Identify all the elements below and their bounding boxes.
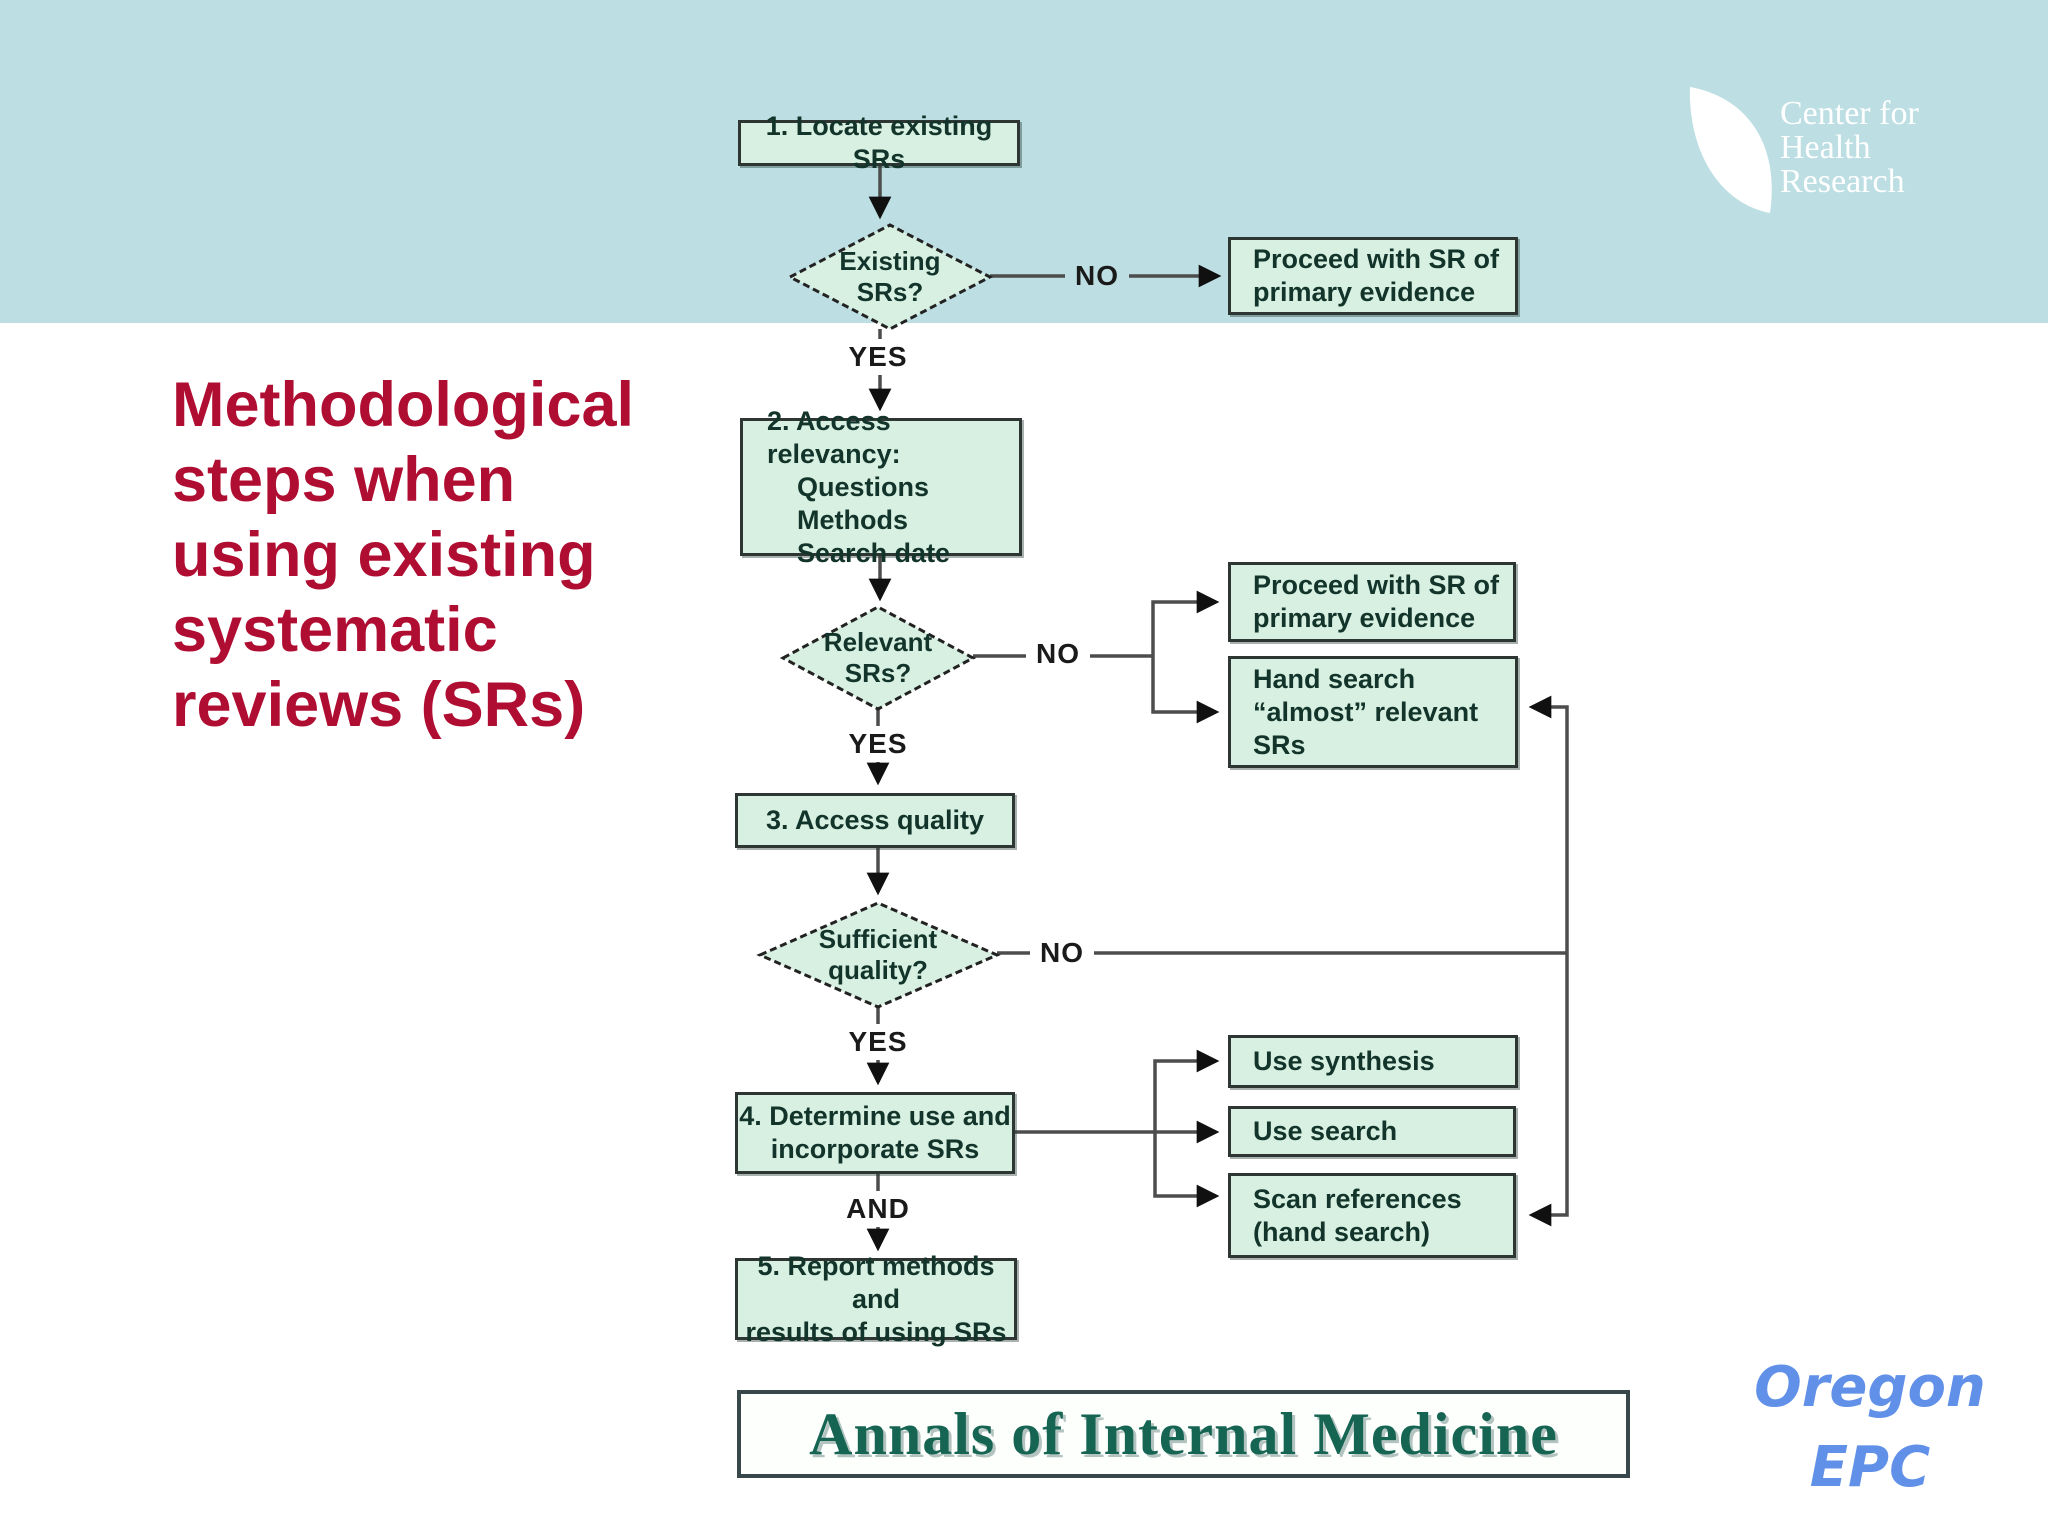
oregon-epc-label: Oregon EPC <box>1754 1355 1986 1500</box>
node-hand-search-almost-relevant: Hand search “almost” relevant SRs <box>1228 656 1518 768</box>
node-proceed-primary-evidence-mid: Proceed with SR of primary evidence <box>1228 562 1516 642</box>
leaf-icon <box>1689 87 1772 213</box>
label-yes-existing: YES <box>838 339 918 375</box>
logo-text: Center for Health Research <box>1780 97 1919 199</box>
logo-line-3: Research <box>1780 163 1905 200</box>
annals-journal-title: Annals of Internal Medicine <box>809 1400 1558 1467</box>
diamond-sufficient-quality <box>756 901 1001 1009</box>
node-access-relevancy: 2. Access relevancy: Questions Methods S… <box>740 406 1022 568</box>
decision-relevant-srs-label: Relevant SRs? <box>823 627 933 688</box>
logo-line-1: Center for <box>1780 95 1919 132</box>
node-access-relevancy-item-questions: Questions <box>797 471 930 502</box>
node-report-methods: 5. Report methods and results of using S… <box>735 1251 1017 1347</box>
label-no-quality: NO <box>1030 935 1094 971</box>
label-yes-quality: YES <box>838 1024 918 1060</box>
node-access-relevancy-item-methods: Methods <box>797 504 908 535</box>
label-no-relevant: NO <box>1026 636 1090 672</box>
label-and: AND <box>836 1191 920 1227</box>
node-scan-references: Scan references (hand search) <box>1228 1173 1516 1258</box>
node-access-relevancy-item-search-date: Search date <box>797 537 951 568</box>
label-yes-relevant: YES <box>838 726 918 762</box>
page-title: Methodological steps when using existing… <box>172 370 634 740</box>
node-access-relevancy-title: 2. Access relevancy: <box>767 405 901 469</box>
node-locate-existing-srs: 1. Locate existing SRs <box>738 111 1020 174</box>
label-no-existing: NO <box>1065 258 1129 294</box>
node-proceed-primary-evidence-top: Proceed with SR of primary evidence <box>1228 237 1518 315</box>
node-access-quality: 3. Access quality <box>735 793 1015 848</box>
center-for-health-research-logo: Center for Health Research <box>1682 83 2042 223</box>
diamond-relevant-srs <box>779 605 977 711</box>
decision-sufficient-quality-label: Sufficient quality? <box>818 924 938 985</box>
node-determine-use: 4. Determine use and incorporate SRs <box>735 1092 1015 1174</box>
node-use-synthesis: Use synthesis <box>1228 1035 1518 1088</box>
logo-line-2: Health <box>1780 129 1871 166</box>
node-use-search: Use search <box>1228 1106 1516 1157</box>
annals-journal-logo: Annals of Internal Medicine <box>737 1390 1630 1478</box>
